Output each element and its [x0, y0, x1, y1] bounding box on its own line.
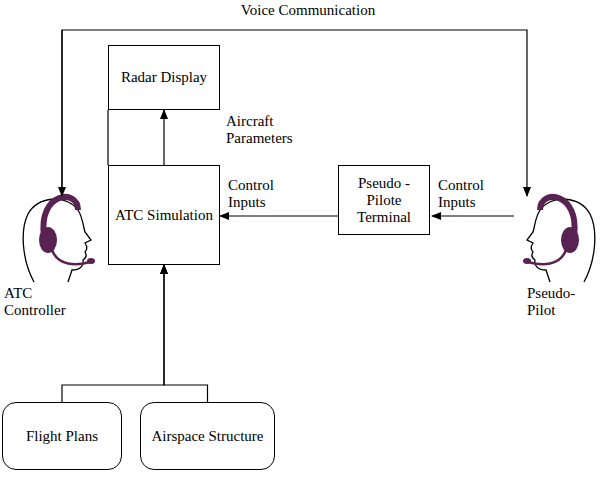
flow-arrow [163, 110, 164, 165]
controller-head [23, 197, 95, 282]
free-label: ATC Controller [4, 285, 84, 319]
box-label: Airspace Structure [151, 428, 263, 445]
free-label: Pseudo-Pilot [527, 285, 589, 319]
box-label: ATC Simulation [115, 207, 213, 224]
side-line [107, 110, 108, 165]
edge-label-text: Control Inputs [228, 177, 274, 210]
free-label: Control Inputs [438, 177, 502, 211]
box-label: Flight Plans [26, 428, 98, 445]
flow-arrow [220, 215, 338, 216]
pilot-head [523, 197, 595, 282]
free-label-text: Control Inputs [438, 177, 484, 210]
free-label: Voice Communication [178, 2, 438, 19]
free-label-text: Pseudo-Pilot [527, 285, 575, 318]
data-source-box: Flight Plans [2, 402, 122, 470]
process-box: Pseudo - Pilote Terminal [338, 165, 430, 235]
process-box: ATC Simulation [108, 165, 220, 265]
data-source-box: Airspace Structure [140, 402, 275, 470]
box-label: Pseudo - Pilote Terminal [345, 175, 423, 226]
edge-label: Control Inputs [228, 177, 292, 211]
pilot-input-arrow [432, 215, 514, 216]
free-label-text: Voice Communication [241, 2, 375, 18]
voice-arrow [61, 30, 62, 196]
flow-arrow [164, 265, 208, 402]
process-box: Radar Display [108, 45, 220, 110]
edge-label: Aircraft Parameters [226, 113, 321, 147]
free-label-text: ATC Controller [4, 285, 66, 318]
box-label: Radar Display [121, 69, 207, 86]
edge-label-text: Aircraft Parameters [226, 113, 293, 146]
